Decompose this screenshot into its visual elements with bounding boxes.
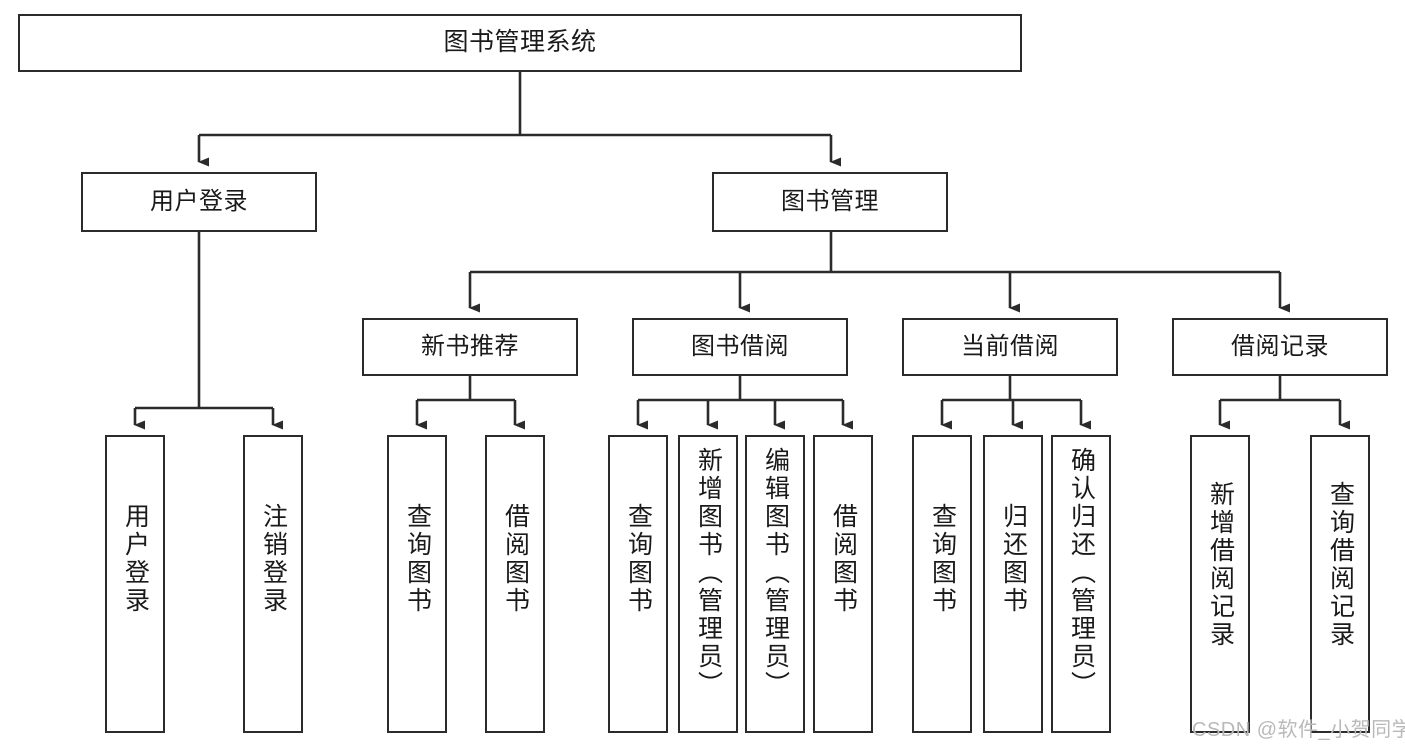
node-book-management[interactable]: 图书管理 xyxy=(712,172,948,232)
csdn-watermark: CSDN @软件_小贺同学 xyxy=(1192,719,1405,741)
leaf-confirm-return-admin-label: 确认归还（管理员） xyxy=(1067,447,1096,699)
leaf-add-book-admin-label: 新增图书（管理员） xyxy=(694,447,723,699)
leaf-query-book-borrow[interactable]: 查询图书 xyxy=(608,435,668,733)
node-new-book-recommendation[interactable]: 新书推荐 xyxy=(362,318,578,376)
leaf-user-login-label: 用户登录 xyxy=(121,503,150,615)
node-root[interactable]: 图书管理系统 xyxy=(18,14,1022,72)
leaf-query-book-current-label: 查询图书 xyxy=(928,503,957,615)
leaf-query-book-current[interactable]: 查询图书 xyxy=(912,435,972,733)
leaf-query-borrow-record[interactable]: 查询借阅记录 xyxy=(1310,435,1370,733)
leaf-borrow-book-newbook[interactable]: 借阅图书 xyxy=(485,435,545,733)
leaf-query-book-newbook[interactable]: 查询图书 xyxy=(387,435,447,733)
node-borrow-record[interactable]: 借阅记录 xyxy=(1172,318,1388,376)
leaf-query-book-borrow-label: 查询图书 xyxy=(624,503,653,615)
leaf-borrow-book-newbook-label: 借阅图书 xyxy=(501,503,530,615)
node-current-borrow-label: 当前借阅 xyxy=(961,332,1059,360)
leaf-add-borrow-record[interactable]: 新增借阅记录 xyxy=(1190,435,1250,733)
leaf-add-book-admin[interactable]: 新增图书（管理员） xyxy=(678,435,738,733)
node-book-borrow[interactable]: 图书借阅 xyxy=(632,318,848,376)
node-new-book-recommendation-label: 新书推荐 xyxy=(421,332,519,360)
leaf-query-book-newbook-label: 查询图书 xyxy=(403,503,432,615)
node-current-borrow[interactable]: 当前借阅 xyxy=(902,318,1118,376)
node-root-label: 图书管理系统 xyxy=(443,28,597,57)
leaf-return-book-label: 归还图书 xyxy=(999,503,1028,615)
node-borrow-record-label: 借阅记录 xyxy=(1231,332,1329,360)
leaf-query-borrow-record-label: 查询借阅记录 xyxy=(1326,481,1355,649)
leaf-edit-book-admin-label: 编辑图书（管理员） xyxy=(761,447,790,699)
node-user-login[interactable]: 用户登录 xyxy=(81,172,317,232)
leaf-return-book[interactable]: 归还图书 xyxy=(983,435,1043,733)
leaf-user-login[interactable]: 用户登录 xyxy=(105,435,165,733)
leaf-add-borrow-record-label: 新增借阅记录 xyxy=(1206,481,1235,649)
leaf-logout-label: 注销登录 xyxy=(259,503,288,615)
node-user-login-label: 用户登录 xyxy=(150,187,248,215)
leaf-borrow-book[interactable]: 借阅图书 xyxy=(813,435,873,733)
leaf-edit-book-admin[interactable]: 编辑图书（管理员） xyxy=(745,435,805,733)
node-book-management-label: 图书管理 xyxy=(781,187,879,215)
leaf-borrow-book-label: 借阅图书 xyxy=(829,503,858,615)
leaf-confirm-return-admin[interactable]: 确认归还（管理员） xyxy=(1051,435,1111,733)
leaf-logout[interactable]: 注销登录 xyxy=(243,435,303,733)
node-book-borrow-label: 图书借阅 xyxy=(691,332,789,360)
